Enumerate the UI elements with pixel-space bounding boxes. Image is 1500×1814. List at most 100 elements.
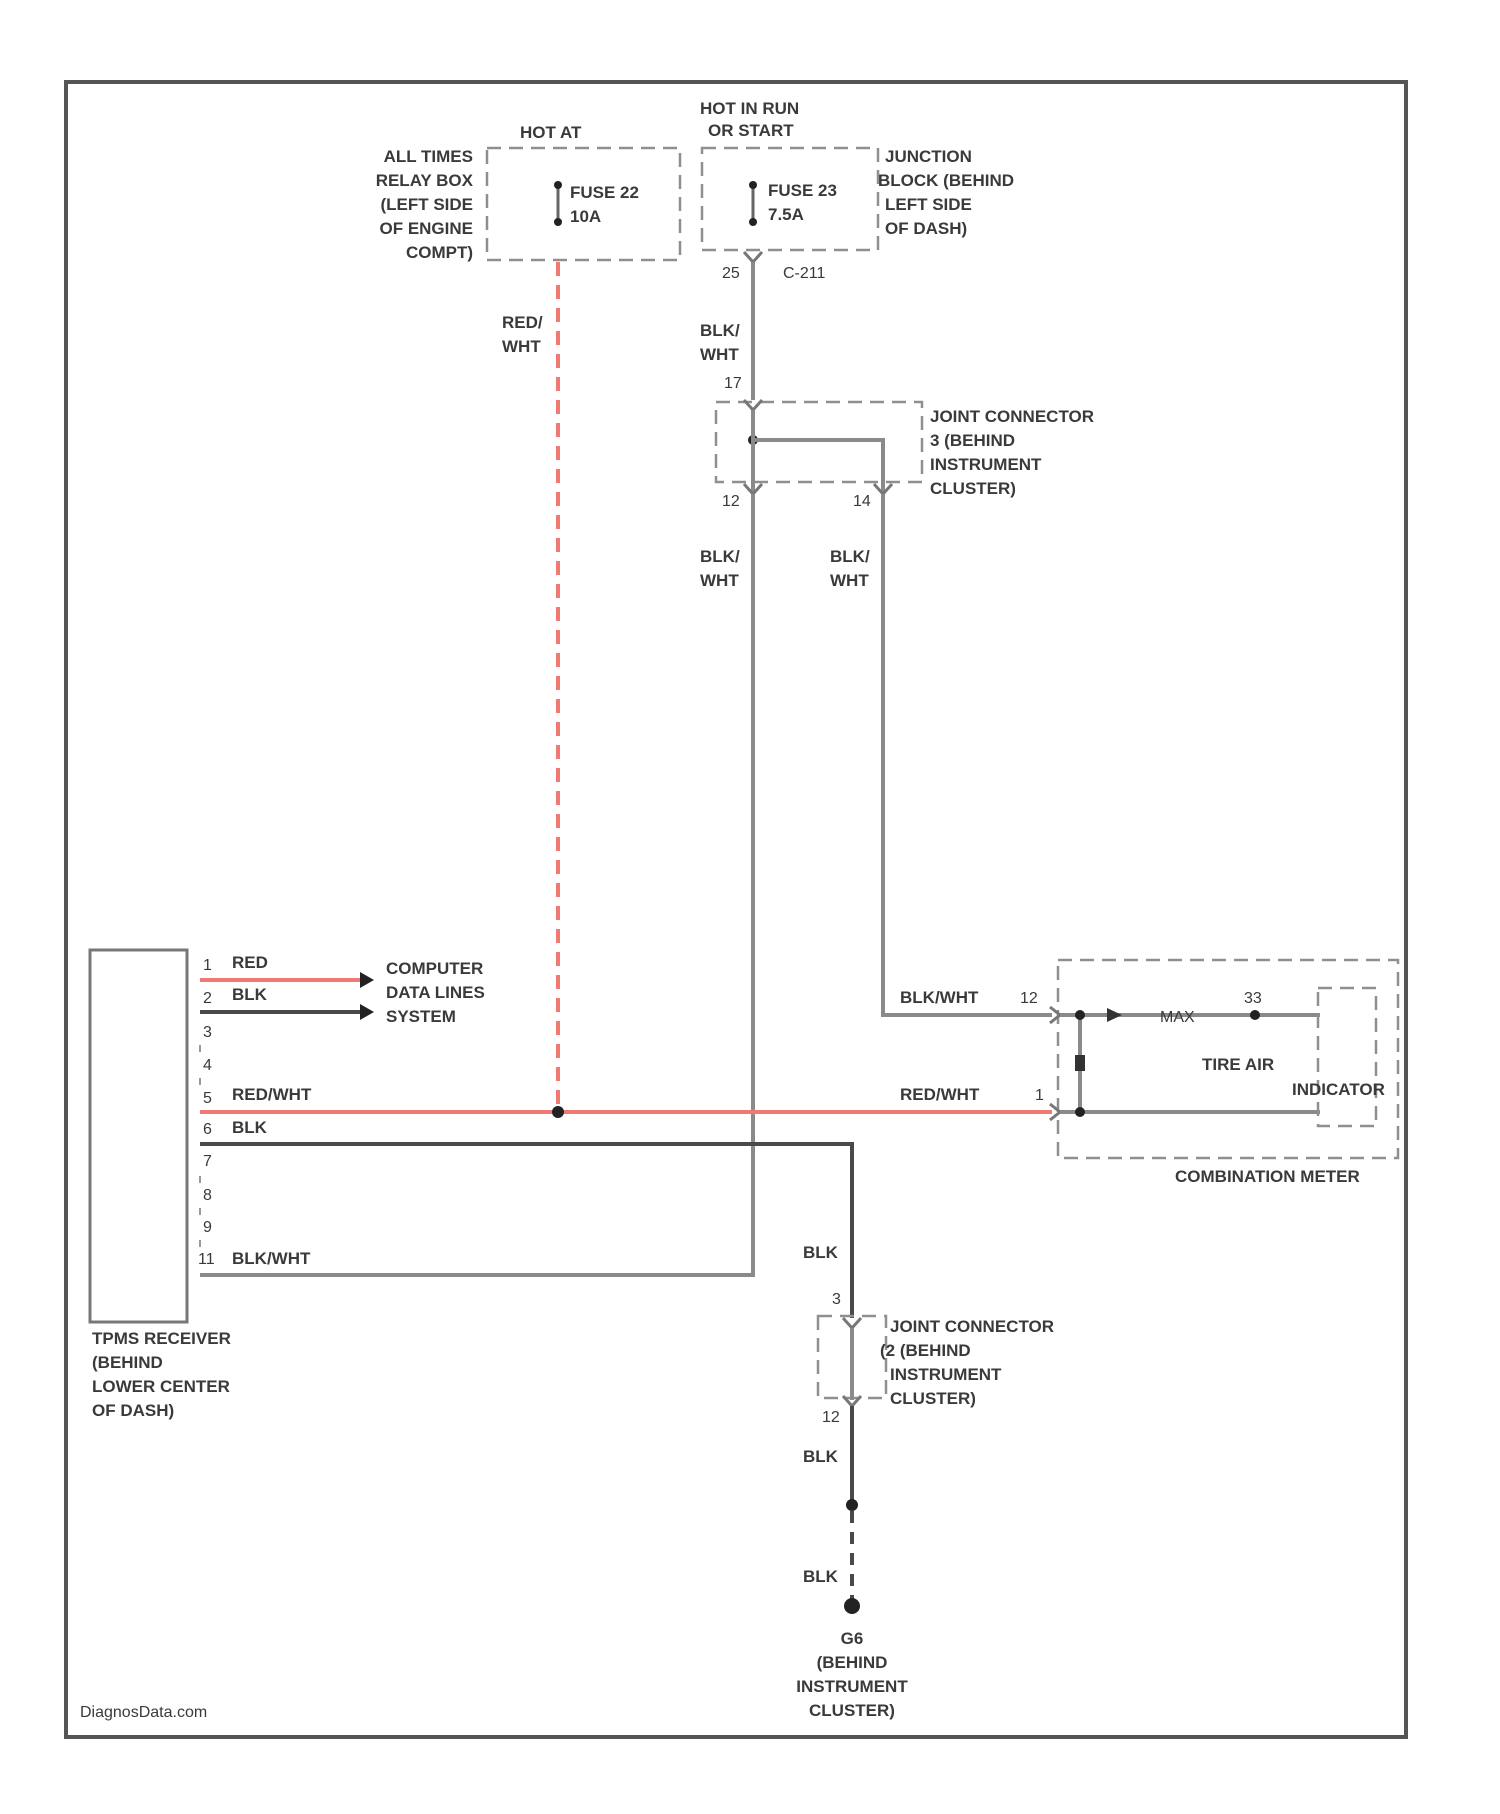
joint-2-label-1: JOINT CONNECTOR (890, 1317, 1054, 1336)
computer-data-arrow-1 (360, 972, 374, 988)
wire-red-wht-meter-label: RED/WHT (900, 1085, 980, 1104)
joint-1-pin-right: 14 (853, 493, 871, 510)
meter-splice-top (1075, 1010, 1085, 1020)
receiver-label-3: LOWER CENTER (92, 1377, 230, 1396)
receiver-pin2-wire-label: BLK (232, 985, 268, 1004)
wire-blk-wht-to-receiver (200, 494, 753, 1275)
joint-2-pin-top: 3 (832, 1291, 841, 1308)
receiver-pin-4: 4 (203, 1057, 212, 1074)
hot-run-label-1: HOT IN RUN (700, 99, 799, 118)
receiver-pin-11: 11 (198, 1251, 215, 1268)
receiver-pin-2: 2 (203, 990, 212, 1007)
ground-label-2: (BEHIND (817, 1653, 888, 1672)
ground-label-3: INSTRUMENT (796, 1677, 908, 1696)
watermark: DiagnosData.com (80, 1704, 207, 1721)
receiver-pin-9: 9 (203, 1219, 212, 1236)
receiver-pin-6: 6 (203, 1121, 212, 1138)
wire-blk-wht-right-label-1: BLK/ (830, 547, 870, 566)
meter-inner-pin: 33 (1244, 990, 1262, 1007)
wire-blk-wht-left-label-2: WHT (700, 571, 739, 590)
wire-blk-wht-meter-label: BLK/WHT (900, 988, 979, 1007)
meter-diode (1075, 1055, 1085, 1071)
connector-c211-label: C-211 (783, 265, 825, 282)
red-wht-splice (552, 1106, 564, 1118)
tire-air-label-1: TIRE AIR (1202, 1055, 1274, 1074)
hot-at-label: HOT AT (520, 123, 582, 142)
wire-red-wht-vertical-label-2: WHT (502, 337, 541, 356)
relay-box-line-5: COMPT) (406, 243, 473, 262)
receiver-label-4: OF DASH) (92, 1401, 174, 1420)
fuse-23-rating: 7.5A (768, 205, 804, 224)
wire-blk-wht-left-label-1: BLK/ (700, 547, 740, 566)
receiver-pin-1: 1 (203, 957, 212, 974)
receiver-pin-8: 8 (203, 1187, 212, 1204)
ground-label: G6 (BEHIND INSTRUMENT CLUSTER) (796, 1629, 908, 1720)
junction-block-label: JUNCTION BLOCK (BEHIND LEFT SIDE OF DASH… (878, 147, 1014, 238)
meter-pin-bottom-label: 1 (1035, 1087, 1044, 1104)
junction-block-line-4: OF DASH) (885, 219, 967, 238)
fuse-23-terminal-top (749, 181, 757, 189)
wire-blk-wht-right-label-2: WHT (830, 571, 869, 590)
joint-1-bus (753, 410, 883, 492)
wire-blk-wht-top-label-2: WHT (700, 345, 739, 364)
ground-label-4: CLUSTER) (809, 1701, 895, 1720)
fuse-23-label: FUSE 23 (768, 181, 837, 200)
receiver-pin1-wire-label: RED (232, 953, 268, 972)
ground-splice (846, 1499, 858, 1511)
computer-label-1: COMPUTER (386, 959, 483, 978)
tpms-receiver-label: TPMS RECEIVER (BEHIND LOWER CENTER OF DA… (92, 1329, 231, 1420)
receiver-pin6-wire-label: BLK (232, 1118, 268, 1137)
tpms-receiver-body (90, 950, 187, 1322)
joint-2-label-4: CLUSTER) (890, 1389, 976, 1408)
meter-inner-wire-label: MAX (1160, 1009, 1195, 1026)
joint-1-pin-top: 17 (724, 375, 742, 392)
fuse-22-terminal-top (554, 181, 562, 189)
meter-splice-bottom (1075, 1107, 1085, 1117)
fuse-22-terminal-bottom (554, 218, 562, 226)
receiver-pin11-wire-label: BLK/WHT (232, 1249, 311, 1268)
joint-2-label-3: INSTRUMENT (890, 1365, 1002, 1384)
wire-blk-to-ground-label: BLK (803, 1567, 839, 1586)
junction-block-line-2: BLOCK (BEHIND (878, 171, 1014, 190)
computer-data-arrow-2 (360, 1004, 374, 1020)
computer-data-lines-label: COMPUTER DATA LINES SYSTEM (386, 959, 485, 1026)
ground-label-1: G6 (841, 1629, 864, 1648)
connector-c211-symbol (744, 252, 762, 262)
wire-blk-wht-to-meter (883, 494, 1052, 1015)
fuse-22-label: FUSE 22 (570, 183, 639, 202)
joint-1-label-2: 3 (BEHIND (930, 431, 1015, 450)
relay-box-line-3: (LEFT SIDE (380, 195, 473, 214)
junction-block-line-3: LEFT SIDE (885, 195, 972, 214)
fuse-22-rating: 10A (570, 207, 601, 226)
wire-blk-wht-top-label-1: BLK/ (700, 321, 740, 340)
ground-point (844, 1598, 860, 1614)
joint-1-label-1: JOINT CONNECTOR (930, 407, 1094, 426)
receiver-label-2: (BEHIND (92, 1353, 163, 1372)
joint-connector-2-label: JOINT CONNECTOR (2 (BEHIND INSTRUMENT CL… (880, 1317, 1054, 1408)
receiver-pin-5: 5 (203, 1090, 212, 1107)
joint-1-pin-left: 12 (722, 493, 740, 510)
relay-box-outline (487, 148, 680, 260)
wire-blk-to-joint2-label: BLK (803, 1243, 839, 1262)
hot-run-label-2: OR START (708, 121, 794, 140)
relay-box-label: ALL TIMES RELAY BOX (LEFT SIDE OF ENGINE… (376, 147, 474, 262)
joint-2-pin-top-symbol (843, 1318, 861, 1328)
joint-1-label-4: CLUSTER) (930, 479, 1016, 498)
relay-box-line-4: OF ENGINE (379, 219, 473, 238)
tire-air-label-2: INDICATOR (1292, 1080, 1385, 1099)
fuse-23-terminal-bottom (749, 218, 757, 226)
relay-box-line-2: RELAY BOX (376, 171, 474, 190)
joint-1-label-3: INSTRUMENT (930, 455, 1042, 474)
receiver-label-1: TPMS RECEIVER (92, 1329, 231, 1348)
computer-label-3: SYSTEM (386, 1007, 456, 1026)
receiver-pin5-wire-label: RED/WHT (232, 1085, 312, 1104)
joint-connector-3-label: JOINT CONNECTOR 3 (BEHIND INSTRUMENT CLU… (930, 407, 1094, 498)
wire-blk-below-joint2-label: BLK (803, 1447, 839, 1466)
meter-internal-wiring (1060, 1015, 1320, 1112)
computer-label-2: DATA LINES (386, 983, 485, 1002)
relay-box-line-1: ALL TIMES (384, 147, 473, 166)
joint-2-label-2: (2 (BEHIND (880, 1341, 971, 1360)
combination-meter-label: COMBINATION METER (1175, 1167, 1360, 1186)
meter-inner-node (1250, 1010, 1260, 1020)
